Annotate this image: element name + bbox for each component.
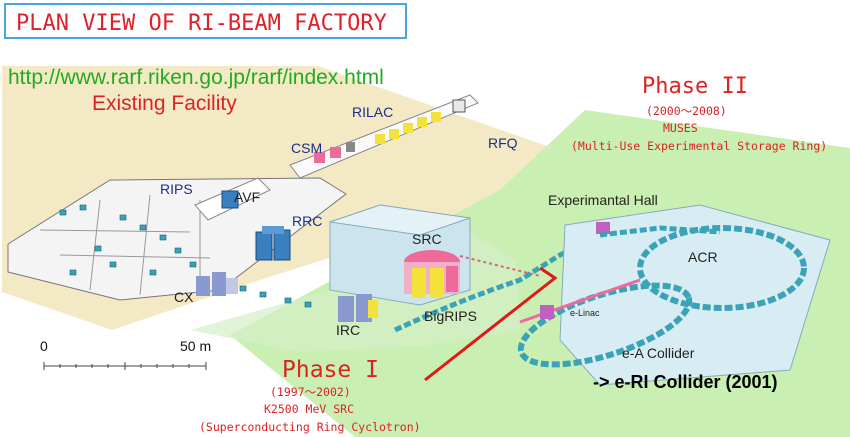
phase2-full-name: (Multi-Use Experimental Storage Ring) (571, 139, 828, 153)
src-cyclotron (404, 250, 460, 298)
e-linac-box (540, 305, 554, 319)
experimental-hall-label: Experimantal Hall (548, 192, 658, 208)
cx-label: CX (174, 289, 194, 305)
phase2-title: Phase II (642, 74, 748, 99)
src-building-top (329, 204, 471, 236)
bigrips-label: BigRIPS (424, 308, 477, 324)
irc-label: IRC (336, 322, 361, 338)
existing-facility-label: Existing Facility (92, 92, 237, 115)
muses-hall-floor (559, 204, 831, 386)
irc-cyclotron (338, 294, 378, 322)
cx-magnets (196, 272, 238, 296)
rrc-label: RRC (292, 213, 323, 229)
src-label: SRC (412, 231, 442, 247)
rfq-label: RFQ (488, 135, 518, 151)
rilac-magnets (314, 99, 466, 163)
bigrips-beamline (393, 232, 602, 333)
rips-label: RIPS (160, 181, 193, 197)
acr-ring (637, 225, 807, 311)
scale-start-label: 0 (40, 338, 48, 354)
phase1-full-name: (Superconducting Ring Cyclotron) (199, 420, 421, 434)
ea-collider-ring (517, 282, 693, 368)
beam-dotted-line (459, 255, 541, 277)
phase1-years: (1997～2002) (270, 385, 351, 399)
title-box: PLAN VIEW OF RI-BEAM FACTORY (4, 3, 407, 39)
facility-url: http://www.rarf.riken.go.jp/rarf/index.h… (8, 66, 384, 89)
phase2-years: (2000～2008) (646, 104, 727, 118)
acr-label: ACR (688, 249, 718, 265)
experimental-hall-marker (596, 222, 610, 234)
phase1-title: Phase I (282, 357, 379, 383)
phase1-name: K2500 MeV SRC (264, 402, 355, 416)
avf-cyclotron (221, 190, 239, 209)
collider-note: -> e-RI Collider (2001) (593, 372, 778, 392)
phase2-name: MUSES (663, 121, 698, 135)
existing-hall-rooms (39, 194, 211, 296)
rrc-cyclotron (255, 226, 291, 261)
avf-label: AVF (234, 189, 261, 205)
muses-transfer-line (599, 225, 721, 238)
csm-label: CSM (291, 140, 323, 156)
page-title: PLAN VIEW OF RI-BEAM FACTORY (16, 11, 387, 36)
rilac-label: RILAC (352, 104, 394, 120)
scale-end-label: 50 m (180, 338, 212, 354)
phase1-boundary-line (424, 266, 558, 382)
ea-collider-label: e-A Collider (622, 345, 695, 361)
existing-beamlines (59, 204, 312, 308)
scale-bar-ticks (43, 362, 207, 370)
e-linac-label: e-Linac (570, 308, 600, 318)
